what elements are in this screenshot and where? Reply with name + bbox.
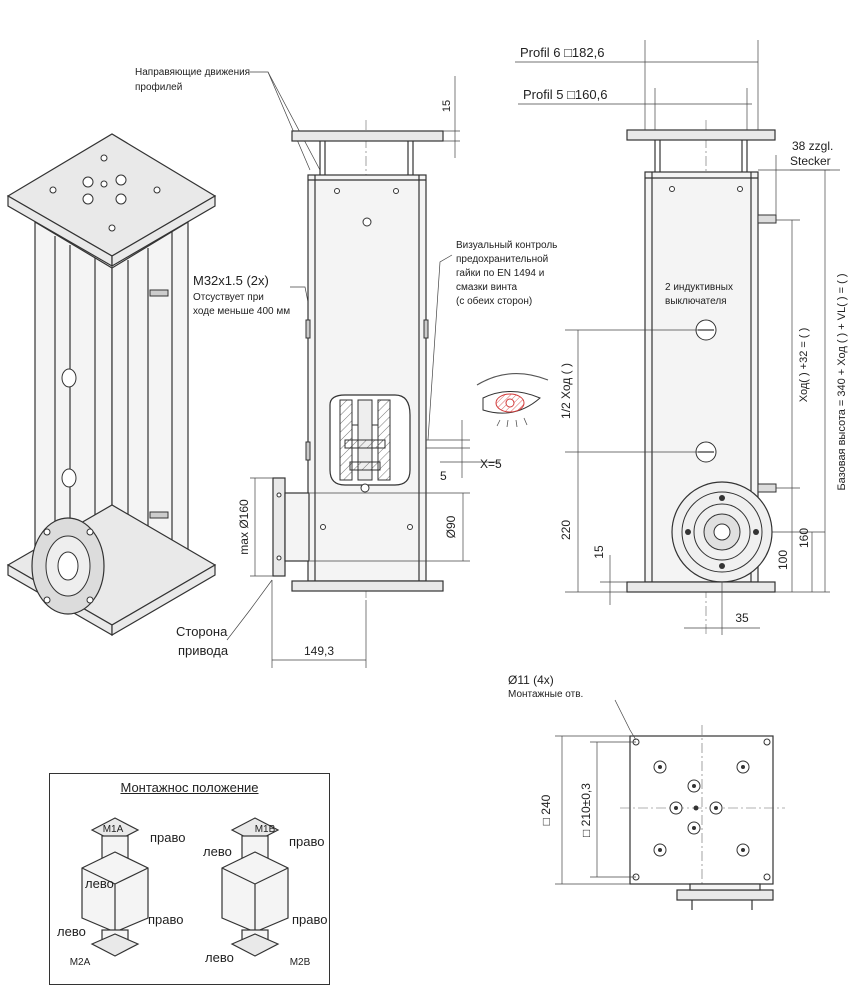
drive-side-label-2: привода	[178, 643, 229, 658]
switches-label-2: выключателя	[665, 296, 727, 307]
connector-label-1: 38 zzgl.	[792, 139, 833, 153]
mount-holes-label: Монтажные отв.	[508, 689, 583, 700]
connector-label-2: Stecker	[790, 154, 831, 168]
plan-holes	[653, 760, 750, 857]
dim-149-3: 149,3	[304, 644, 334, 658]
dim-15-bottom: 15	[592, 545, 606, 559]
m32-label: M32x1.5 (2x)	[193, 273, 269, 288]
m1a-label: M1A	[103, 824, 124, 835]
m2b-label: M2B	[290, 957, 311, 968]
dim-max-d160: max Ø160	[237, 499, 251, 555]
stroke-formula: Ход( ) +32 = ( )	[798, 328, 810, 403]
dim-15-top: 15	[441, 100, 453, 112]
absent-label-1: Отсуствует при	[193, 292, 264, 303]
mounting-figure-b	[221, 817, 289, 957]
side-dimensions	[515, 40, 840, 635]
base-height-formula: Базовая высота = 340 + Ход ( ) + VL( ) =…	[836, 273, 848, 490]
profil5-label: Profil 5 □160,6	[523, 87, 607, 102]
dim-210: □ 210±0,3	[579, 783, 593, 837]
drive-side-label-1: Сторона	[176, 624, 228, 639]
front-dimensions	[226, 76, 500, 668]
m2a-right-label: право	[148, 912, 184, 927]
switches-label-1: 2 индуктивных	[665, 282, 733, 293]
m2b-left-label: лево	[205, 950, 234, 965]
dim-35: 35	[735, 611, 749, 625]
isometric-view	[6, 133, 217, 637]
visual-check-3: гайки по EN 1494 и	[456, 268, 544, 279]
plan-view	[620, 725, 785, 910]
side-view	[626, 120, 777, 635]
m1b-label: M1B	[255, 824, 276, 835]
plan-dimensions	[555, 699, 637, 885]
mounting-position-title: Монтажнос положение	[120, 780, 259, 795]
dim-240: □ 240	[539, 794, 553, 825]
m2b-right-label: право	[292, 912, 328, 927]
mounting-position-box: Монтажнос положение	[49, 773, 330, 985]
m1b-left-label: лево	[203, 844, 232, 859]
eye-icon	[476, 372, 549, 428]
m2a-left-label: лево	[57, 924, 86, 939]
m1b-right-label: право	[289, 834, 325, 849]
absent-label-2: ходе меньше 400 мм	[193, 306, 290, 317]
guides-label-2: профилей	[135, 81, 182, 93]
guides-label-1: Направяющие движения	[135, 67, 250, 78]
visual-check-4: смазки винта	[456, 282, 518, 293]
dim-5: 5	[440, 469, 447, 483]
front-view	[272, 120, 444, 600]
m2a-label: M2A	[70, 957, 91, 968]
m1a-left-label: лево	[85, 876, 114, 891]
top-plate-holes	[49, 154, 161, 232]
profil6-label: Profil 6 □182,6	[520, 45, 604, 60]
dim-100: 100	[776, 550, 790, 570]
mount-holes-count: Ø11 (4x)	[508, 673, 554, 687]
m1a-right-label: право	[150, 830, 186, 845]
visual-check-1: Визуальный контроль	[456, 240, 557, 251]
dim-160: 160	[797, 528, 811, 548]
mounting-figure-a	[81, 817, 149, 957]
visual-check-5: (с обеих сторон)	[456, 295, 532, 307]
visual-check-2: предохранительной	[456, 254, 548, 265]
dim-d90: Ø90	[444, 515, 458, 538]
half-stroke-label: 1/2 Ход ( )	[559, 363, 573, 419]
x-equals-label: X=5	[480, 457, 502, 471]
dim-220: 220	[559, 520, 573, 540]
